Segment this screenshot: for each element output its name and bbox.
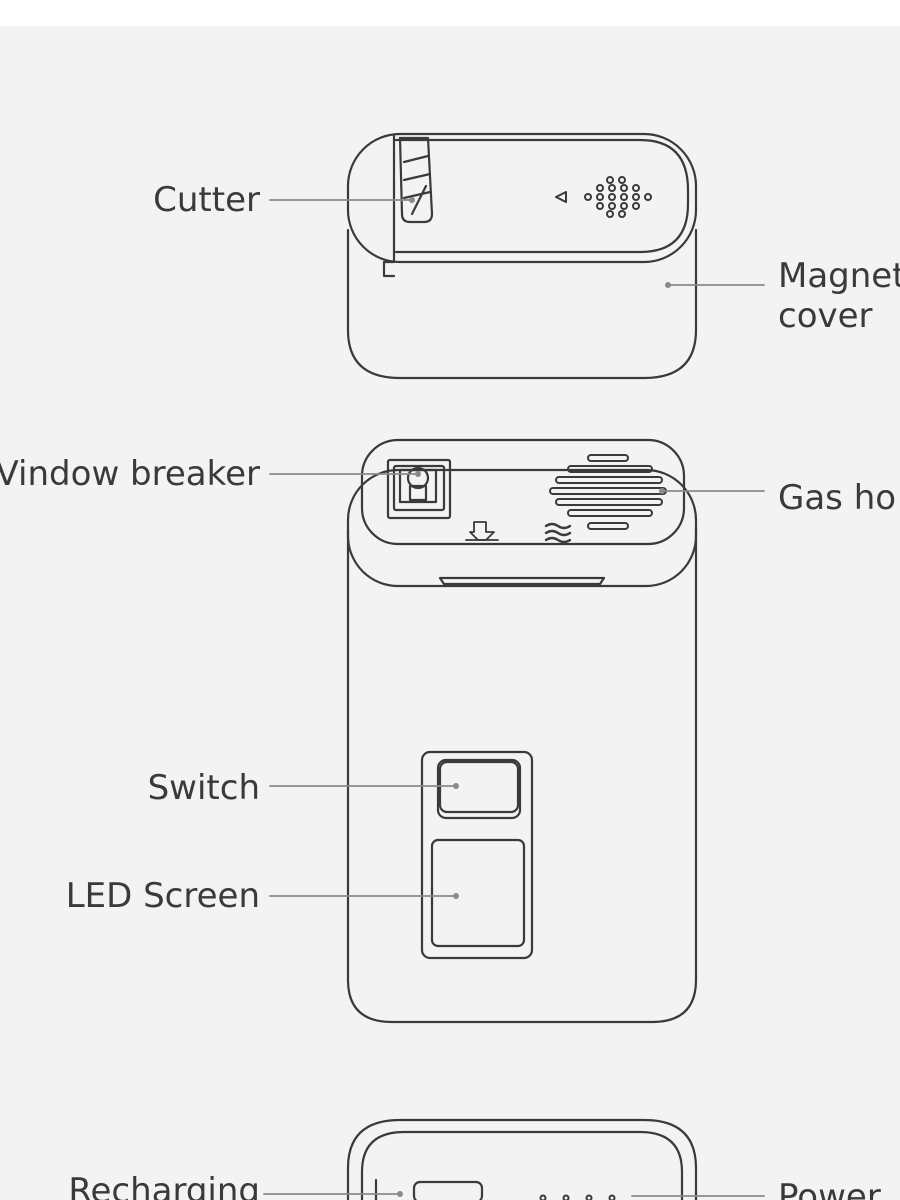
label-cutter: Cutter — [153, 180, 260, 220]
top-cap-body — [346, 228, 698, 380]
cutter-slot — [382, 134, 434, 278]
diagram-canvas: Cutter Magnet cover Vindow breaker Gas h… — [0, 26, 900, 1200]
bottom-module — [346, 1118, 698, 1200]
label-power: Power — [778, 1177, 881, 1200]
led-screen-part — [430, 838, 526, 948]
label-recharging: Recharging — [68, 1171, 260, 1200]
power-dots — [539, 1194, 616, 1200]
usb-port-part — [412, 1180, 484, 1200]
main-housing — [346, 528, 698, 1024]
label-led-screen: LED Screen — [65, 876, 260, 916]
head-cap-outer — [346, 468, 698, 588]
control-panel — [420, 750, 534, 960]
main-body-module — [346, 438, 698, 1024]
switch-button-part — [436, 758, 522, 820]
device-drawing — [263, 132, 765, 1200]
head-cap-top — [360, 438, 686, 546]
label-gas-hole: Gas ho — [778, 478, 897, 518]
leader-lines — [263, 199, 765, 1197]
window-breaker-part — [386, 458, 452, 520]
top-cap-lid-rim — [394, 138, 690, 254]
label-window-breaker: Vindow breaker — [0, 454, 260, 494]
label-magnet-cover-line2: cover — [778, 296, 873, 336]
hammer-icon — [465, 521, 499, 541]
label-switch: Switch — [147, 768, 260, 808]
leader-dots — [397, 197, 671, 1197]
head-cap-seam — [438, 576, 606, 586]
triangle-arrow-icon — [555, 191, 567, 203]
top-cap-lid — [346, 132, 698, 264]
label-magnet-cover-line1: Magnet — [778, 256, 900, 296]
gas-hole-vents — [549, 454, 667, 530]
magnet-dots — [555, 176, 652, 218]
gas-wave-icon — [544, 522, 572, 544]
top-cap-module — [346, 132, 698, 380]
